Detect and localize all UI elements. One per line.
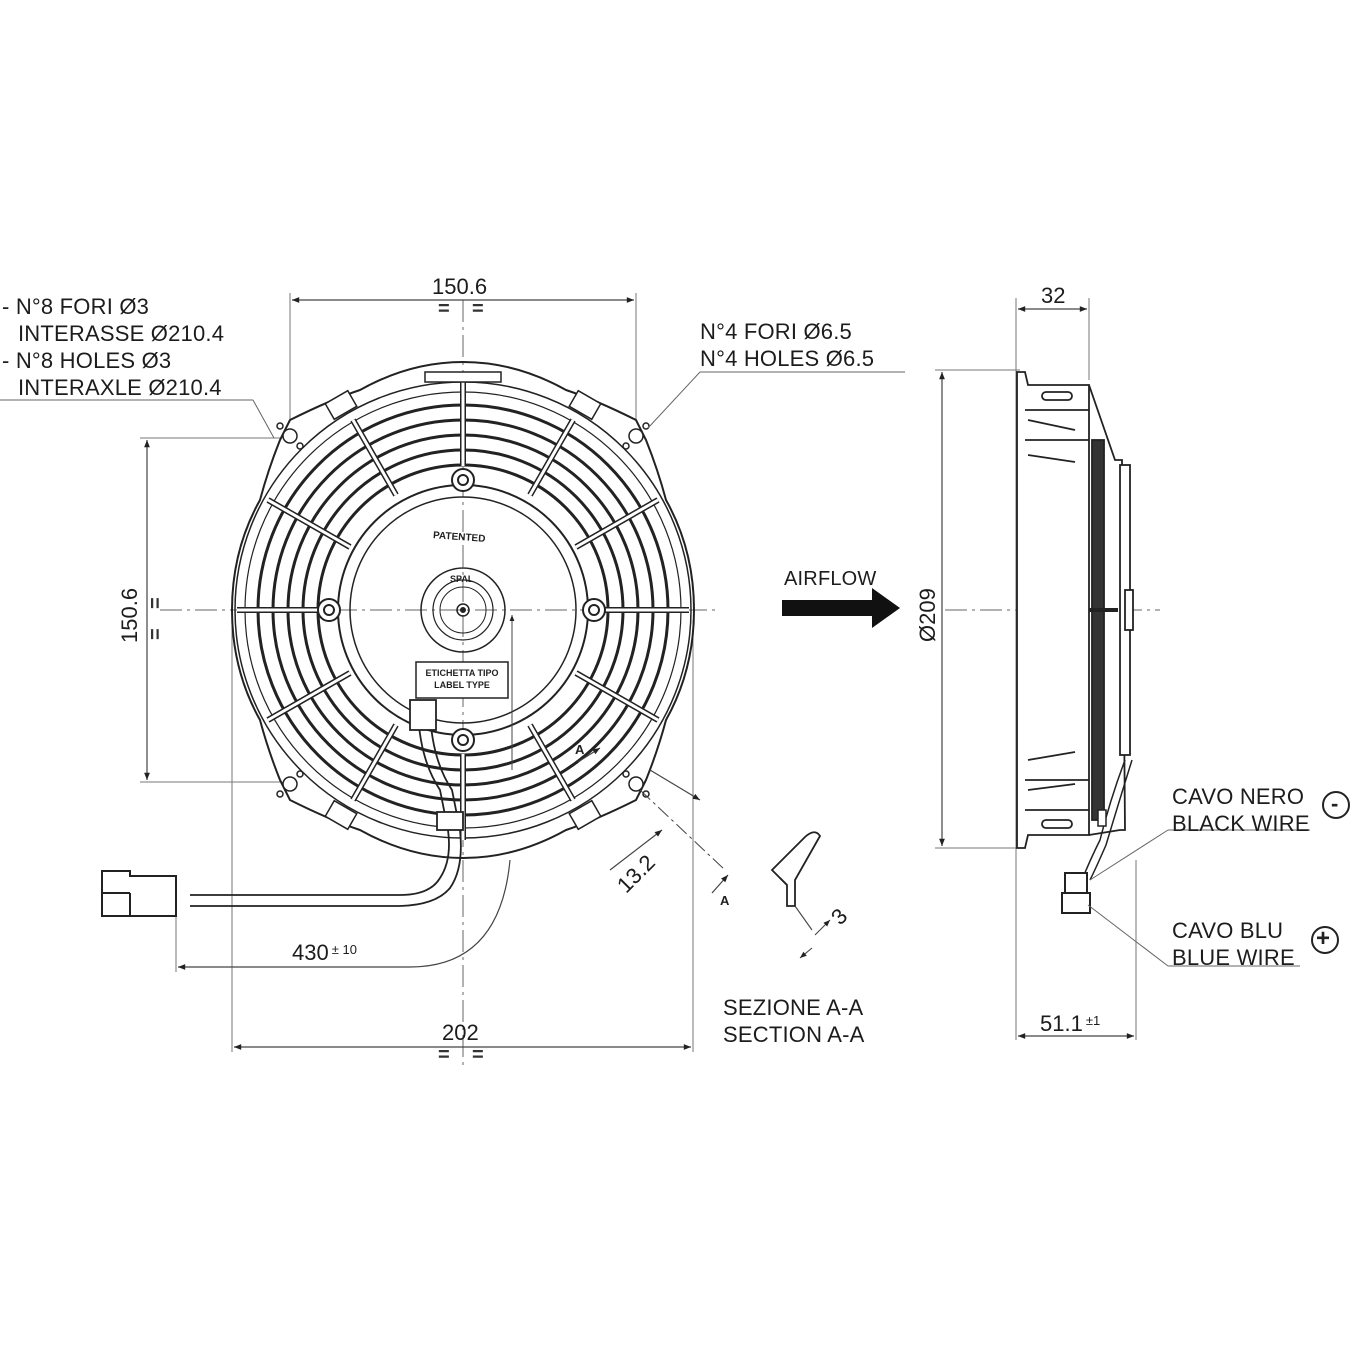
black-wire-label: CAVO NERO BLACK WIRE [1172, 783, 1310, 837]
depth-bottom-value: 51.1 [1040, 1011, 1083, 1036]
dim-overall-width: 202 [442, 1020, 479, 1045]
section-title-it: SEZIONE A-A [723, 995, 864, 1020]
section-marker-lines [639, 789, 726, 871]
holes-note-line2: INTERASSE Ø210.4 [18, 321, 225, 346]
polarity-icons [1311, 791, 1350, 954]
dimension-lines [144, 297, 691, 1050]
dim-cable-length: 430± 10 [292, 940, 357, 966]
dim-diameter: Ø209 [915, 588, 940, 642]
cable-length-tolerance: ± 10 [331, 942, 357, 957]
equal-mark-left-bottom: = [145, 628, 167, 640]
grille-clips [324, 371, 602, 831]
holes-note-small: - N°8 FORI Ø3 INTERASSE Ø210.4 - N°8 HOL… [2, 293, 224, 401]
dim-depth-bottom: 51.1±1 [1040, 1011, 1100, 1037]
side-extension-lines [935, 298, 1137, 1040]
minus-icon: - [1331, 791, 1339, 816]
holes-note-line1: - N°8 FORI Ø3 [2, 294, 150, 319]
label-type-line2: LABEL TYPE [434, 680, 490, 690]
hub-brand-text: SPAL [450, 574, 474, 584]
holes-note-large-line1: N°4 FORI Ø6.5 [700, 319, 852, 344]
connector-front [101, 870, 177, 917]
holes-note-large: N°4 FORI Ø6.5 N°4 HOLES Ø6.5 [700, 318, 874, 372]
blue-wire-label: CAVO BLU BLUE WIRE [1172, 917, 1295, 971]
blue-wire-line1: CAVO BLU [1172, 918, 1284, 943]
black-wire-line1: CAVO NERO [1172, 784, 1305, 809]
extension-lines [140, 293, 694, 1052]
section-profile [770, 831, 822, 907]
mounting-holes [276, 422, 650, 798]
equal-mark-top-right: = [472, 298, 484, 320]
airflow-label: AIRFLOW [784, 568, 877, 590]
section-title: SEZIONE A-A SECTION A-A [723, 994, 865, 1048]
side-connector [1061, 872, 1091, 914]
airflow-arrow [782, 588, 900, 628]
depth-bottom-tolerance: ±1 [1085, 1013, 1101, 1028]
label-type-text: ETICHETTA TIPO LABEL TYPE [418, 667, 506, 691]
section-marker-bottom: A [720, 893, 730, 908]
section-title-en: SECTION A-A [723, 1022, 865, 1047]
holes-note-line3: - N°8 HOLES Ø3 [2, 348, 172, 373]
section-marker-top: A [575, 742, 585, 757]
dim-top-width: 150.6 [432, 274, 488, 299]
power-cable [190, 699, 464, 907]
dim-left-height: 150.6 [117, 587, 142, 643]
holes-note-line4: INTERAXLE Ø210.4 [18, 375, 222, 400]
equal-mark-left-top: = [145, 597, 167, 609]
motor-screws [317, 468, 606, 752]
wire-leaders [1087, 829, 1310, 967]
black-wire-line2: BLACK WIRE [1172, 811, 1310, 836]
label-type-box [415, 661, 509, 699]
equal-mark-bottom-right: = [472, 1044, 484, 1066]
equal-mark-bottom-left: = [438, 1044, 450, 1066]
holes-note-large-line2: N°4 HOLES Ø6.5 [700, 346, 875, 371]
plus-icon: + [1316, 925, 1331, 952]
fan-side-view [1016, 371, 1134, 849]
equal-mark-top-left: = [438, 298, 450, 320]
cable-length-value: 430 [292, 940, 329, 965]
blue-wire-line2: BLUE WIRE [1172, 945, 1295, 970]
label-type-line1: ETICHETTA TIPO [425, 668, 499, 678]
dim-depth-top: 32 [1041, 283, 1066, 308]
leader-lines [0, 371, 905, 439]
side-cable [1081, 759, 1133, 881]
